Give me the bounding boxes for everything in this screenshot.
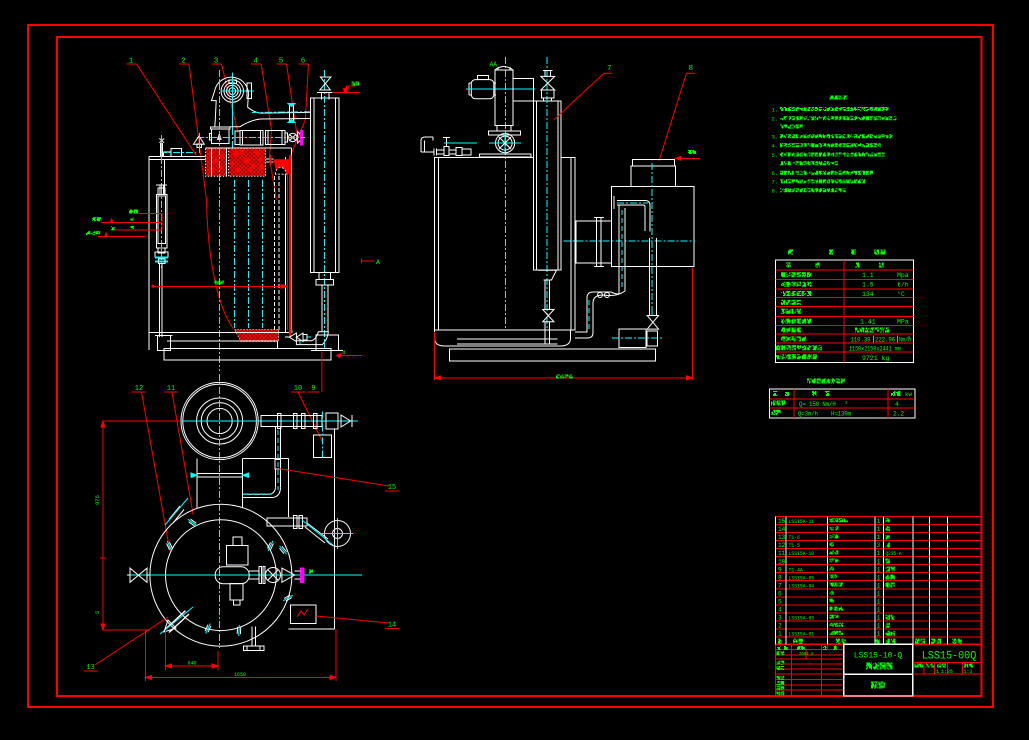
svg-text:8: 8 (778, 574, 782, 581)
svg-text:13: 13 (86, 664, 94, 672)
svg-text:1: 1 (877, 534, 881, 541)
svg-text:LSS15A-01: LSS15A-01 (789, 631, 815, 638)
svg-text:14: 14 (388, 622, 396, 630)
svg-text:5: 5 (279, 58, 284, 66)
svg-text:11: 11 (778, 550, 786, 557)
svg-text:1: 1 (877, 526, 881, 533)
svg-text:1: 1 (129, 58, 134, 66)
svg-text:1: 1 (877, 582, 881, 589)
svg-text:3: 3 (214, 58, 219, 66)
svg-text:1650: 1650 (234, 672, 246, 678)
svg-text:Q=3m/h: Q=3m/h (798, 410, 818, 417)
svg-text:1.: 1. (772, 106, 779, 113)
svg-text:1: 1 (778, 631, 782, 638)
svg-text:Nm/h: Nm/h (899, 336, 911, 344)
svg-text:A: A (376, 259, 380, 266)
svg-text:6.: 6. (772, 170, 779, 177)
svg-text:LSS15-00Q: LSS15-00Q (922, 650, 977, 662)
svg-text:4: 4 (253, 58, 258, 66)
svg-text:14: 14 (778, 526, 786, 533)
svg-text:6: 6 (301, 58, 306, 66)
svg-text:15: 15 (778, 518, 786, 525)
svg-text:4: 4 (895, 401, 899, 408)
svg-text:1.5: 1.5 (862, 282, 874, 289)
svg-text:3: 3 (908, 337, 911, 341)
svg-text:12: 12 (135, 385, 143, 393)
svg-text:°C: °C (897, 290, 905, 298)
svg-text:MPa: MPa (897, 319, 909, 326)
svg-text:134: 134 (862, 291, 874, 298)
svg-text:d: d (343, 350, 346, 356)
svg-text:2.: 2. (772, 116, 779, 123)
svg-text:LSS15A-11: LSS15A-11 (789, 519, 815, 526)
svg-text:LSS15A-04: LSS15A-04 (789, 583, 815, 590)
svg-text:3.: 3. (772, 134, 779, 141)
svg-text:222.96: 222.96 (875, 336, 895, 343)
svg-text:9: 9 (311, 385, 315, 393)
svg-text:5: 5 (94, 611, 101, 614)
svg-text:875: 875 (94, 495, 101, 505)
svg-text:15: 15 (388, 484, 396, 492)
svg-text:12: 12 (778, 542, 786, 549)
svg-text:1: 1 (877, 631, 881, 638)
svg-text:H=130m: H=130m (831, 410, 851, 417)
svg-text:1:3: 1:3 (964, 669, 973, 675)
svg-text:1: 1 (877, 590, 881, 597)
svg-text:2.2: 2.2 (893, 411, 904, 418)
svg-text:1.41: 1.41 (860, 319, 876, 326)
svg-text:1: 1 (936, 668, 940, 675)
svg-text:2: 2 (181, 58, 186, 66)
svg-text:9721 kg: 9721 kg (862, 355, 889, 362)
svg-text:LSS15A-05: LSS15A-05 (789, 575, 815, 582)
svg-text:3: 3 (877, 542, 881, 549)
svg-text:LSS15A-03: LSS15A-03 (789, 615, 815, 622)
svg-text:8: 8 (689, 65, 694, 73)
svg-text:T1-4A: T1-4A (789, 567, 804, 574)
svg-text:4.: 4. (772, 143, 779, 150)
svg-text:8.: 8. (772, 188, 779, 195)
svg-text:1:25: 1:25 (941, 669, 953, 675)
svg-text:1: 1 (877, 614, 881, 621)
svg-text:6: 6 (778, 590, 782, 597)
svg-text:LSS15A-10: LSS15A-10 (789, 551, 815, 558)
svg-text:110.39: 110.39 (851, 336, 871, 343)
svg-text:9: 9 (778, 566, 782, 573)
svg-text:3: 3 (778, 614, 782, 621)
svg-text:T1-6: T1-6 (789, 535, 800, 542)
svg-text:5.: 5. (772, 152, 779, 159)
svg-text:10: 10 (294, 385, 302, 393)
svg-text:1: 1 (877, 518, 881, 525)
svg-text:1: 1 (877, 558, 881, 565)
svg-text:Q235-A: Q235-A (886, 551, 903, 558)
svg-text:5: 5 (778, 598, 782, 605)
svg-text:2: 2 (778, 622, 782, 629)
svg-text:11: 11 (167, 385, 175, 393)
svg-text:1: 1 (877, 566, 881, 573)
svg-text:10: 10 (778, 558, 786, 565)
svg-text:2004.6: 2004.6 (799, 652, 814, 657)
svg-text:1: 1 (877, 574, 881, 581)
svg-text:t/h: t/h (897, 282, 909, 289)
svg-text:kW: kW (905, 391, 912, 398)
svg-text:640: 640 (188, 660, 197, 666)
svg-text:T1-5: T1-5 (789, 543, 800, 550)
svg-text:Q= 150 Nm/H: Q= 150 Nm/H (799, 401, 836, 408)
svg-text:7.: 7. (772, 179, 779, 186)
svg-text:1: 1 (877, 606, 881, 613)
svg-text:1: 1 (877, 550, 881, 557)
svg-text:1: 1 (877, 598, 881, 605)
svg-text:7: 7 (778, 582, 782, 589)
svg-text:3: 3 (845, 402, 848, 406)
svg-text:4: 4 (778, 606, 782, 613)
svg-text:1150x2150x2441 mm: 1150x2150x2441 mm (849, 345, 901, 353)
svg-text:AA: AA (490, 60, 498, 68)
svg-text:7: 7 (607, 65, 612, 73)
svg-text:13: 13 (778, 534, 786, 541)
svg-text:1: 1 (877, 622, 881, 629)
svg-text:Mpa: Mpa (897, 272, 909, 279)
svg-text:1.1: 1.1 (862, 272, 874, 279)
svg-text:LSS15-10-Q: LSS15-10-Q (854, 651, 902, 660)
